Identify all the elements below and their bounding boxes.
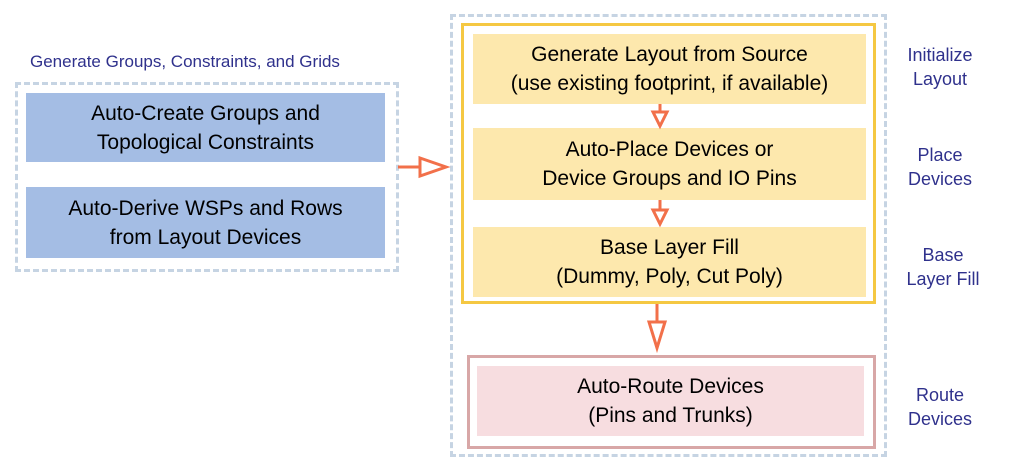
auto-create-groups-box: Auto-Create Groups and Topological Const…	[26, 93, 385, 162]
arrow-down-icon	[650, 200, 670, 228]
route-frame	[467, 355, 876, 449]
generate-layout-box: Generate Layout from Source (use existin…	[473, 34, 866, 104]
arrow-down-icon	[650, 104, 670, 130]
left-group-caption: Generate Groups, Constraints, and Grids	[30, 52, 340, 71]
arrow-right-icon	[398, 155, 451, 179]
auto-route-devices-box: Auto-Route Devices (Pins and Trunks)	[477, 366, 864, 436]
left-group-container	[15, 82, 399, 272]
layout-flow-frame	[461, 23, 876, 304]
arrow-down-icon	[646, 304, 668, 354]
route-devices-label: Route Devices	[907, 385, 973, 429]
initialize-layout-label: Initialize Layout	[907, 45, 973, 89]
base-layer-fill-box: Base Layer Fill (Dummy, Poly, Cut Poly)	[473, 227, 866, 297]
place-devices-label: Place Devices	[907, 145, 973, 189]
auto-place-devices-box: Auto-Place Devices or Device Groups and …	[473, 128, 866, 200]
flow-outer-container	[450, 14, 887, 457]
base-layer-fill-label: Base Layer Fill	[906, 245, 980, 289]
auto-derive-wsps-box: Auto-Derive WSPs and Rows from Layout De…	[26, 187, 385, 258]
